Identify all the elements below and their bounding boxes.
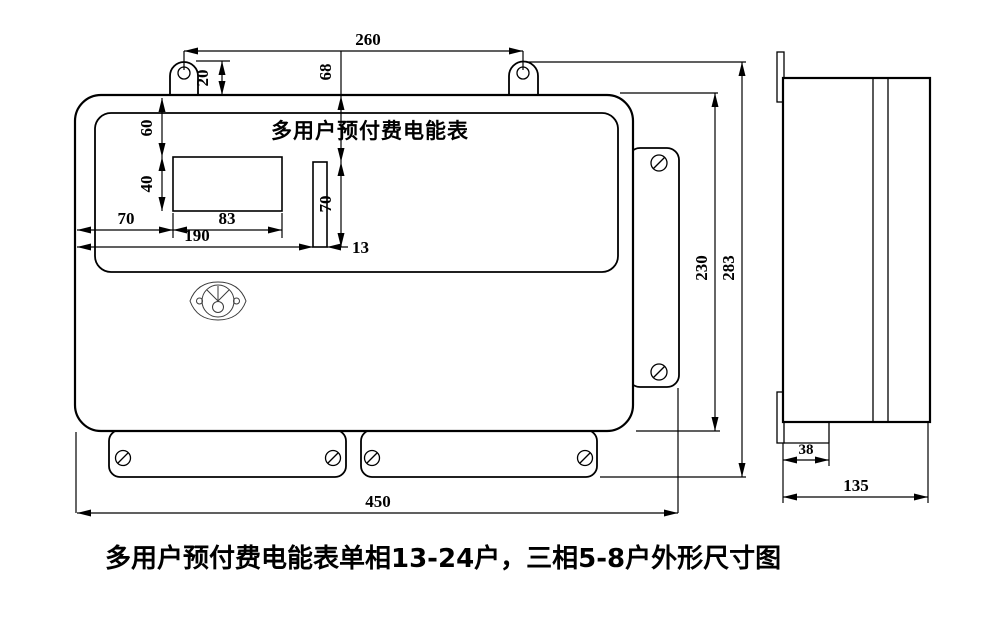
dim-label-83: 83 [219,209,236,228]
dim-label-60: 60 [137,120,156,137]
dim-label-135: 135 [843,476,869,495]
dim-label-70: 70 [118,209,135,228]
terminal-cover-right [360,429,598,478]
front-view: 多用户预付费电能表 [73,60,680,478]
dim-card-slot-left-offset: 190 [77,226,313,251]
terminal-cover-left [108,429,347,478]
cover-screws [114,449,594,467]
dim-label-68: 68 [316,64,335,81]
dim-overall-width: 450 [75,388,679,517]
dim-label-20: 20 [193,70,212,87]
dim-label-38: 38 [799,442,814,458]
dim-display-left-offset: 70 83 [77,209,283,238]
dim-card-slot-width: 13 [327,238,369,257]
flange-screw-bottom [650,363,668,381]
drawing-caption: 多用户预付费电能表单相13-24户，三相5-8户外形尺寸图 [105,543,781,574]
dim-label-40: 40 [137,176,156,193]
dim-label-13: 13 [352,238,369,257]
seal-icon [189,281,247,321]
dim-label-283: 283 [719,255,738,281]
front-panel [94,112,619,273]
card-slot [312,161,328,248]
dim-mount-hole-spacing: 260 [183,30,524,70]
dim-body-height: 230 [620,92,720,432]
flange-screw-top [650,154,668,172]
dim-display-top-offset: 60 [137,98,166,157]
dim-label-190: 190 [184,226,210,245]
dim-card-slot-height: 70 [316,162,345,247]
dim-card-slot-top-offset: 68 [316,51,345,162]
side-view [776,51,932,444]
side-sealing-flange [627,147,680,388]
display-window [172,156,283,212]
dim-terminal-cover-depth: 38 [782,442,830,503]
panel-title: 多用户预付费电能表 [271,119,469,143]
dim-overall-depth: 135 [783,422,929,503]
dim-label-450: 450 [365,492,391,511]
dim-tab-hole-offset: 20 [193,60,230,95]
dim-overall-height: 283 [526,61,746,478]
dim-display-height: 40 [137,157,166,211]
side-terminal-step [784,422,830,444]
dim-label-230: 230 [692,255,711,281]
meter-case-side [781,76,932,424]
dim-label-70-slot: 70 [316,196,335,213]
dim-label-260: 260 [355,30,381,49]
